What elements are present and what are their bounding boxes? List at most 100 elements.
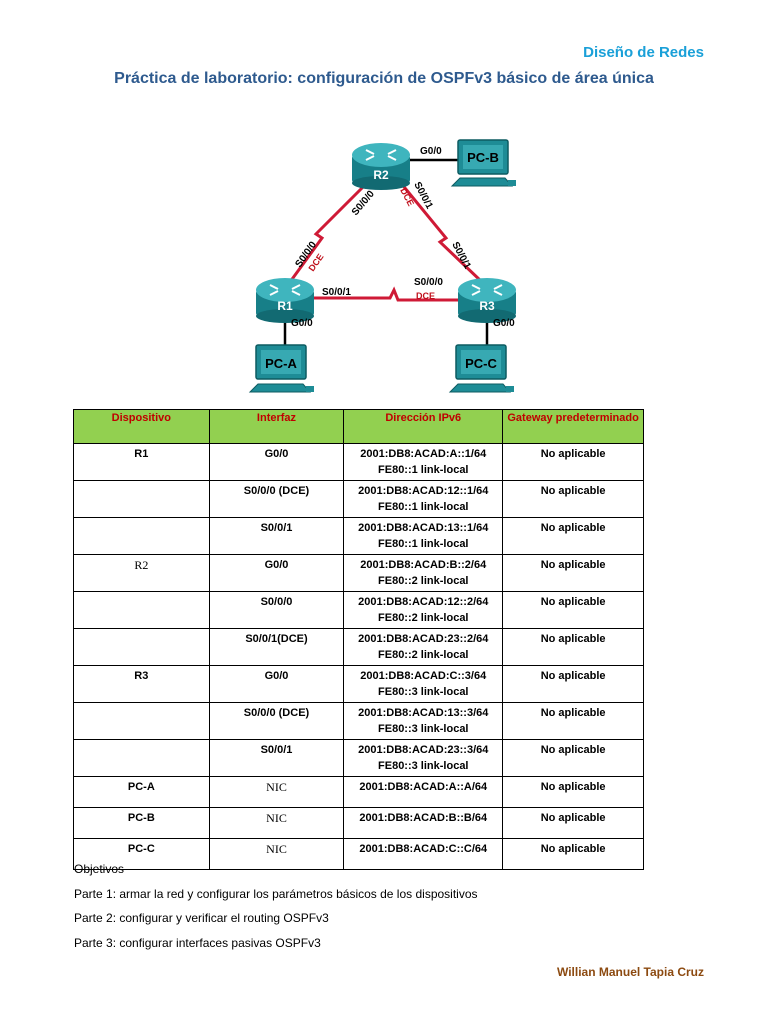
cell-device [73, 739, 210, 777]
cell-gateway: No aplicable [502, 480, 644, 518]
ipv6-address: 2001:DB8:ACAD:13::1/64 [358, 522, 489, 534]
cell-interface: S0/0/0 [208, 591, 345, 629]
pc-c-label: PC-C [465, 356, 497, 371]
cell-gateway: No aplicable [502, 739, 644, 777]
device-name: R2 [134, 558, 149, 572]
cell-device [73, 628, 210, 666]
objective-item: Parte 2: configurar y verificar el routi… [74, 911, 329, 925]
ipv6-address: 2001:DB8:ACAD:C::3/64 [360, 670, 487, 682]
ipv6-address: 2001:DB8:ACAD:A::1/64 [360, 448, 487, 460]
interface-name: NIC [266, 811, 287, 825]
r1-s001-label: S0/0/1 [322, 287, 351, 298]
r2-s001-label: S0/0/1 [411, 180, 434, 211]
header-device: Dispositivo [73, 409, 210, 444]
cell-interface: NIC [208, 776, 345, 808]
router-r2-label: R2 [373, 168, 389, 182]
cell-gateway: No aplicable [502, 838, 644, 870]
cell-gateway: No aplicable [502, 443, 644, 481]
r2-s000-label: S0/0/0 [350, 188, 377, 218]
cell-gateway: No aplicable [502, 517, 644, 555]
r1-g00-label: G0/0 [291, 318, 313, 329]
pc-c-icon: PC-C [448, 344, 514, 393]
pc-a-label: PC-A [265, 356, 297, 371]
serial-link-r1-r3 [312, 286, 458, 302]
interface-name: NIC [266, 842, 287, 856]
link-local: FE80::3 link-local [378, 760, 469, 772]
cell-interface: S0/0/1 [208, 517, 345, 555]
cell-interface: G0/0 [208, 665, 345, 703]
cell-ipv6: 2001:DB8:ACAD:C::C/64 [343, 838, 504, 870]
link-local: FE80::2 link-local [378, 649, 469, 661]
cell-gateway: No aplicable [502, 591, 644, 629]
cell-interface: S0/0/0 (DCE) [208, 702, 345, 740]
objective-item: Parte 3: configurar interfaces pasivas O… [74, 935, 321, 950]
cell-device: R2 [73, 554, 210, 592]
serial-link-r1-r2 [288, 178, 372, 283]
ipv6-address: 2001:DB8:ACAD:B::2/64 [360, 559, 487, 571]
table-header-row: Dispositivo Interfaz Dirección IPv6 Gate… [73, 409, 644, 444]
cell-ipv6: 2001:DB8:ACAD:B::B/64 [343, 807, 504, 839]
cell-gateway: No aplicable [502, 702, 644, 740]
cell-device [73, 702, 210, 740]
pc-b-label: PC-B [467, 150, 499, 165]
cell-device: R1 [73, 443, 210, 481]
cell-device [73, 480, 210, 518]
ipv6-address: 2001:DB8:ACAD:13::3/64 [358, 707, 489, 719]
link-local: FE80::2 link-local [378, 575, 469, 587]
cell-gateway: No aplicable [502, 665, 644, 703]
ipv6-address: 2001:DB8:ACAD:12::2/64 [358, 596, 489, 608]
link-local: FE80::1 link-local [378, 501, 469, 513]
r2-dce-label: DCE [398, 186, 416, 207]
cell-interface: NIC [208, 807, 345, 839]
link-local: FE80::3 link-local [378, 686, 469, 698]
router-r3-label: R3 [479, 299, 495, 313]
cell-interface: S0/0/1(DCE) [208, 628, 345, 666]
cell-gateway: No aplicable [502, 628, 644, 666]
cell-interface: G0/0 [208, 554, 345, 592]
r3-dce-label: DCE [416, 291, 435, 301]
network-topology-diagram: R2 R1 R3 PC-B PC-A PC-C G [248, 139, 516, 393]
ipv6-address: 2001:DB8:ACAD:23::2/64 [358, 633, 489, 645]
pc-b-icon: PC-B [450, 139, 516, 187]
cell-device: PC-B [73, 807, 210, 839]
router-r2-icon: R2 [352, 143, 410, 190]
cell-interface: S0/0/0 (DCE) [208, 480, 345, 518]
link-local: FE80::2 link-local [378, 612, 469, 624]
author-footer: Willian Manuel Tapia Cruz [556, 965, 704, 979]
table-row: PC-A NIC 2001:DB8:ACAD:A::A/64 No aplica… [73, 776, 644, 808]
cell-gateway: No aplicable [502, 807, 644, 839]
cell-interface: S0/0/1 [208, 739, 345, 777]
cell-device: PC-C [73, 838, 210, 870]
r3-g00-label: G0/0 [493, 318, 515, 329]
cell-device [73, 591, 210, 629]
interface-name: NIC [266, 780, 287, 794]
ipv6-address: 2001:DB8:ACAD:23::3/64 [358, 744, 489, 756]
header-ipv6: Dirección IPv6 [343, 409, 504, 444]
router-r3-icon: R3 [458, 278, 516, 323]
serial-link-r2-r3 [398, 181, 484, 284]
cell-device [73, 517, 210, 555]
objective-item: Parte 1: armar la red y configurar los p… [74, 886, 478, 901]
objectives-heading: Objetivos [74, 862, 125, 876]
table-row: PC-B NIC 2001:DB8:ACAD:B::B/64 No aplica… [73, 807, 644, 839]
link-local: FE80::1 link-local [378, 464, 469, 476]
cell-ipv6: 2001:DB8:ACAD:A::A/64 [343, 776, 504, 808]
cell-gateway: No aplicable [502, 776, 644, 808]
cell-device: PC-A [73, 776, 210, 808]
router-r1-icon: R1 [256, 278, 314, 323]
